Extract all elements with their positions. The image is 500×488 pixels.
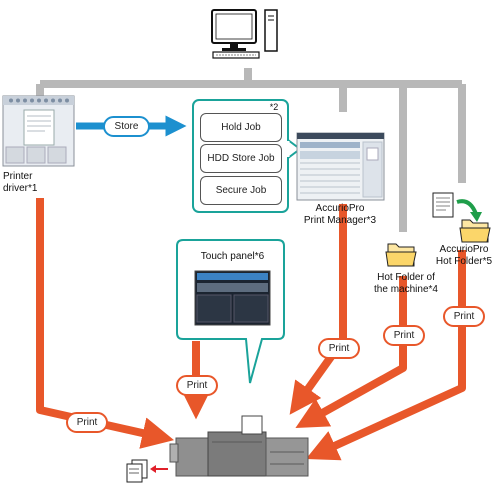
touch-panel-screen (194, 270, 271, 326)
printer-driver-label-line2: driver*1 (3, 183, 38, 194)
print-label-print-manager: Print (318, 338, 360, 359)
accuriopro-hot-folder-icon (432, 192, 491, 243)
folder-icon (385, 243, 417, 267)
printer-driver-label: Printer driver*1 (3, 171, 63, 195)
print-label-accuriopro-folder: Print (443, 306, 485, 327)
printer-driver-window (2, 95, 75, 167)
hot-folder-machine-label-line2: the machine*4 (374, 284, 438, 295)
printer-driver-label-line1: Printer (3, 171, 33, 182)
print-manager-label-line1: AccurioPro (315, 203, 365, 214)
hdd-store-job-button: HDD Store Job (200, 144, 282, 173)
secure-job-button: Secure Job (200, 176, 282, 205)
network-lines (36, 68, 466, 232)
store-label: Store (103, 116, 150, 137)
jobs-note: *2 (269, 102, 279, 112)
accuriopro-hot-folder-label-line1: AccurioPro (439, 244, 489, 255)
hold-job-button: Hold Job (200, 113, 282, 142)
print-manager-label: AccurioPro Print Manager*3 (290, 203, 390, 227)
output-tray (126, 459, 168, 483)
computer-icon (211, 9, 278, 59)
print-label-touch-panel: Print (176, 375, 218, 396)
print-label-driver: Print (66, 412, 108, 433)
hot-folder-machine-label: Hot Folder of the machine*4 (366, 272, 446, 296)
print-manager-screenshot (296, 132, 385, 201)
accuriopro-hot-folder-label: AccurioPro Hot Folder*5 (428, 244, 500, 268)
touch-panel-label: Touch panel*6 (200, 251, 265, 262)
production-printer (169, 415, 309, 477)
print-label-machine-folder: Print (383, 325, 425, 346)
print-manager-label-line2: Print Manager*3 (303, 215, 377, 226)
accuriopro-hot-folder-label-line2: Hot Folder*5 (435, 256, 493, 267)
hot-folder-machine-label-line1: Hot Folder of (377, 272, 435, 283)
